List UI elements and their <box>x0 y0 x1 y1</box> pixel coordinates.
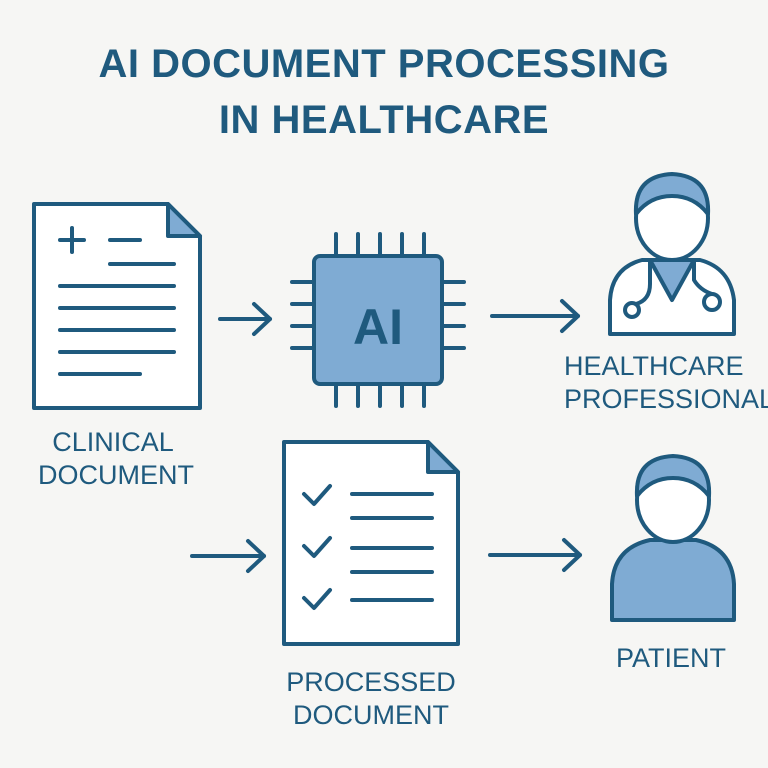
patient-icon <box>610 454 736 622</box>
arrow-icon <box>490 299 580 333</box>
processed-document-label-line-1: PROCESSED <box>286 667 456 697</box>
healthcare-professional-label: HEALTHCARE PROFESSIONAL <box>564 350 768 416</box>
healthcare-professional-label-line-2: PROFESSIONAL <box>564 384 768 414</box>
processed-document-label: PROCESSED DOCUMENT <box>278 666 464 732</box>
diagram-title-line-1: AI DOCUMENT PROCESSING <box>98 42 670 86</box>
chip-icon <box>290 232 466 408</box>
arrow-icon <box>190 539 266 573</box>
clinical-document-label: CLINICAL DOCUMENT <box>38 426 194 492</box>
processed-document-label-line-2: DOCUMENT <box>293 700 449 730</box>
healthcare-professional-label-line-1: HEALTHCARE <box>564 351 744 381</box>
clinical-document-label-line-1: CLINICAL <box>52 427 174 457</box>
arrow-icon <box>218 302 272 336</box>
clinical-document-label-line-2: DOCUMENT <box>38 460 194 490</box>
doctor-icon <box>608 172 736 336</box>
arrow-icon <box>488 538 582 572</box>
checklist-document-icon <box>282 440 460 646</box>
document-plus-icon <box>32 202 202 410</box>
patient-label-text: PATIENT <box>615 643 726 673</box>
ai-chip-label: AI <box>353 299 403 355</box>
diagram-title-line-2: IN HEALTHCARE <box>218 98 550 142</box>
patient-label: PATIENT <box>596 642 746 675</box>
